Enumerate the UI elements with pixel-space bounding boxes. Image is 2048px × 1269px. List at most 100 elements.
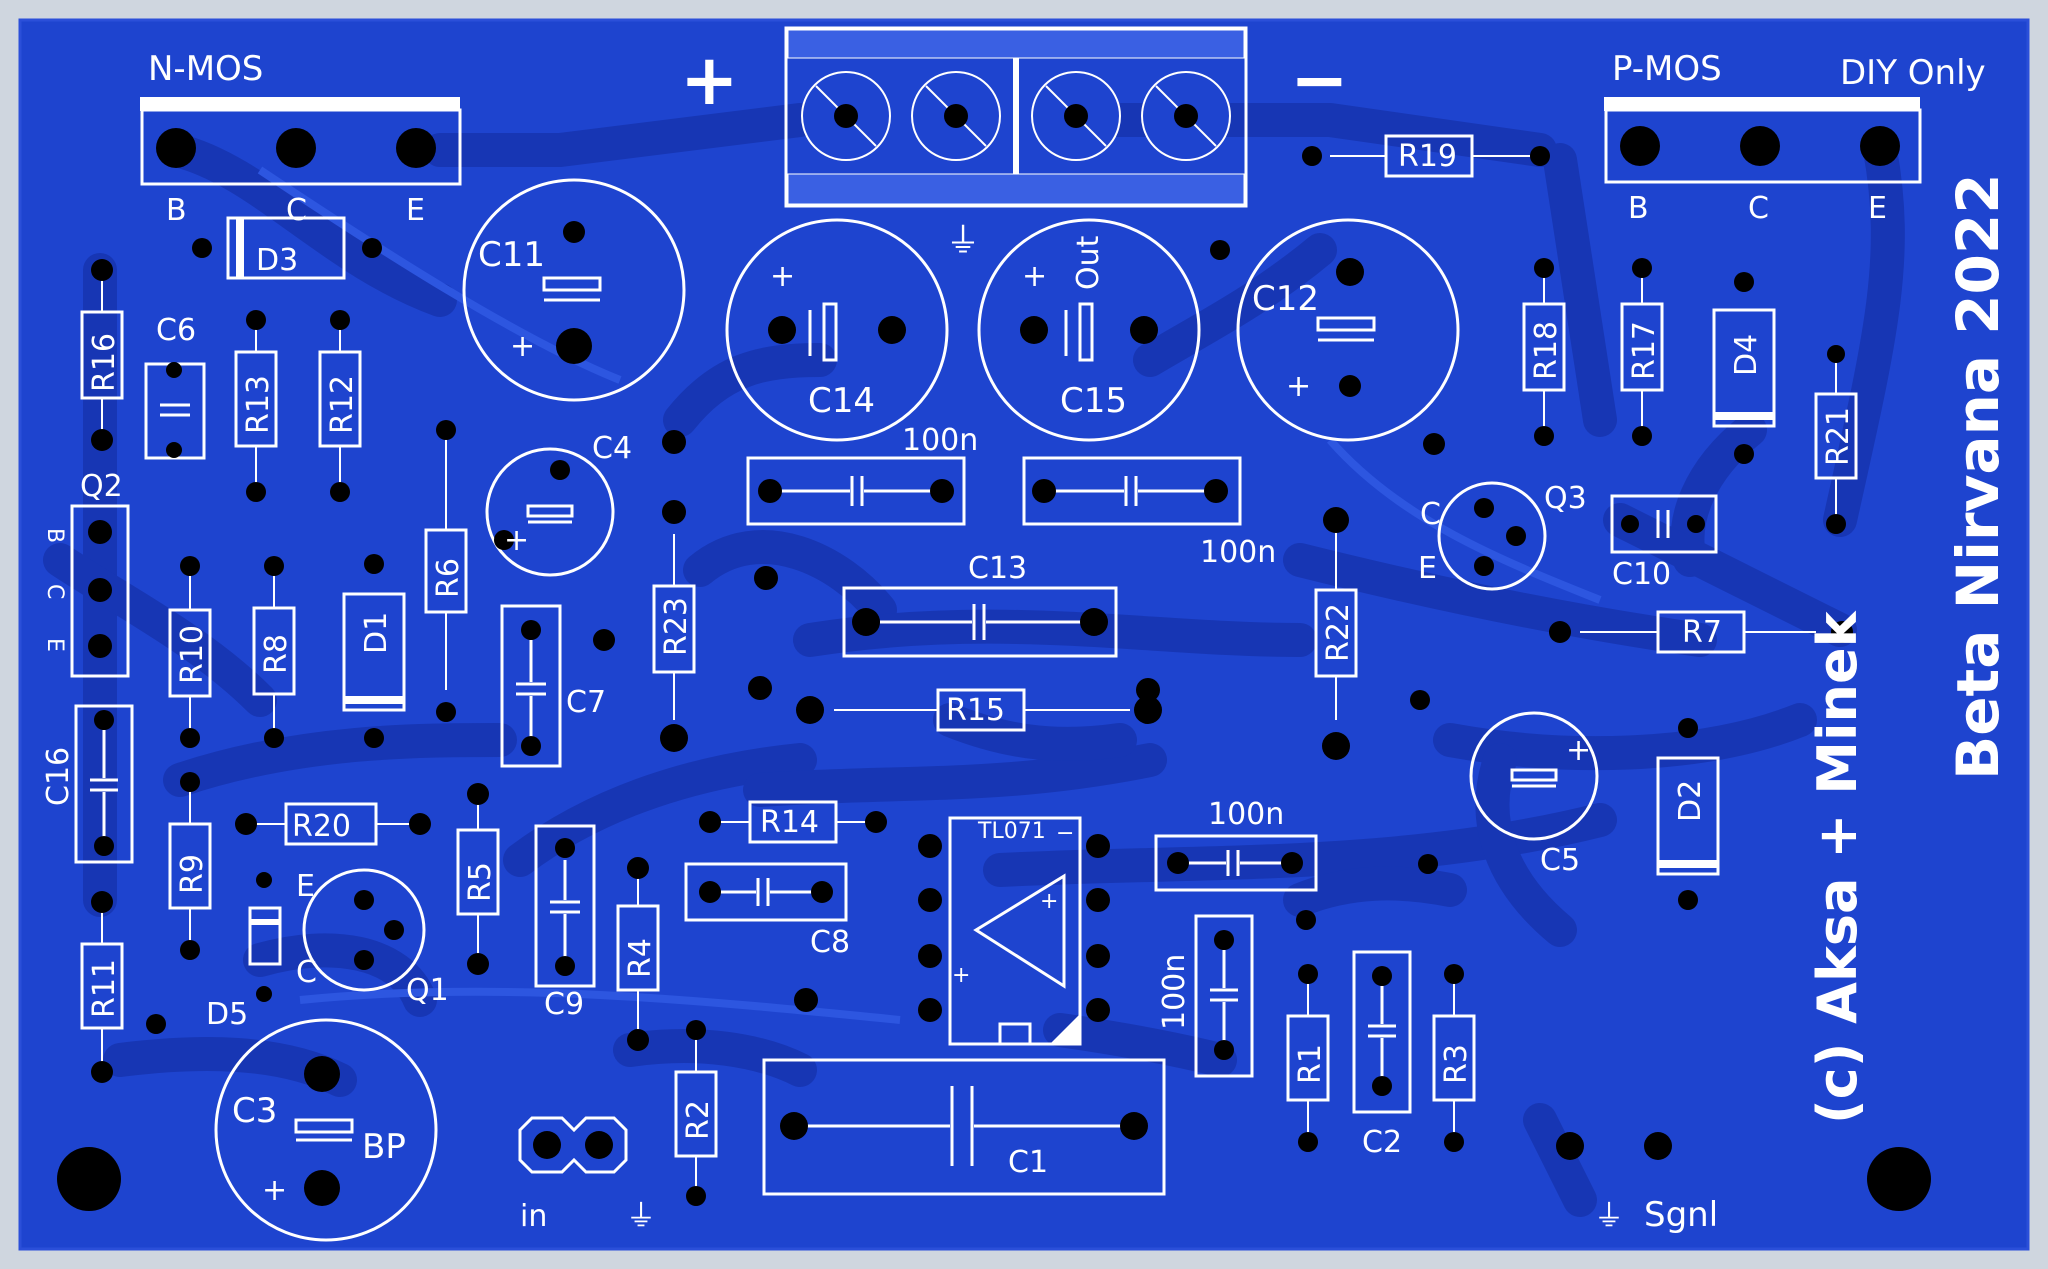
pmos-pin-b: B — [1628, 191, 1649, 226]
signal-output: ⏚ Sgnl — [1556, 1132, 1718, 1235]
r12-label: R12 — [325, 375, 360, 434]
c1-label: C1 — [1008, 1145, 1048, 1180]
c5-outline — [1469, 711, 1599, 841]
r21-label: R21 — [1821, 407, 1856, 466]
c16-outline — [74, 704, 134, 864]
c3-label: C3 — [232, 1091, 277, 1131]
q1-transistor: Q1 E C — [296, 869, 449, 1008]
c14-label: C14 — [808, 381, 875, 421]
c10-outline — [1610, 494, 1718, 554]
pmos-header-outline — [1604, 108, 1922, 184]
c13-outline — [842, 586, 1118, 658]
minus-symbol: − — [1290, 39, 1349, 121]
out-label: Out — [1071, 235, 1106, 290]
signal-label: Sgnl — [1644, 1195, 1718, 1235]
pmos-pin-c: C — [1748, 191, 1769, 226]
c15-plus: + — [1022, 259, 1047, 294]
pmos-pad-b — [1620, 126, 1660, 166]
d2-label: D2 — [1673, 780, 1708, 822]
c15-outline — [977, 218, 1201, 442]
c5-label: C5 — [1540, 843, 1580, 878]
ic-minus: − — [1056, 821, 1074, 846]
r3-label: R3 — [1439, 1044, 1474, 1084]
terminal-ground-symbol: ⏚ — [946, 221, 980, 261]
pmos-title: P-MOS — [1612, 49, 1722, 89]
r20-label: R20 — [292, 809, 351, 844]
c-100n-left-value: 100n — [902, 423, 978, 458]
cap-symbols — [294, 276, 1558, 1142]
c-100n-left-outline — [746, 456, 966, 526]
terminal-hatch-top — [787, 29, 1245, 59]
c4-plus: + — [504, 523, 529, 558]
c2-label: C2 — [1362, 1125, 1402, 1160]
c16-label: C16 — [41, 747, 76, 806]
q3-outline — [1437, 481, 1547, 591]
diode-bodies — [226, 216, 1776, 966]
input-connector: in ⏚ — [518, 1116, 656, 1234]
c12-plus: + — [1286, 369, 1311, 404]
r16-label: R16 — [87, 333, 122, 392]
q3-label: Q3 — [1544, 481, 1587, 516]
diy-only-label: DIY Only — [1840, 53, 1986, 93]
nmos-pad-c — [276, 128, 316, 168]
c10-label: C10 — [1612, 557, 1671, 592]
c12-label: C12 — [1252, 279, 1319, 319]
r6-label: R6 — [431, 558, 466, 598]
resistor-pads — [91, 146, 1853, 1206]
r5-label: R5 — [463, 862, 498, 902]
c9-outline — [534, 824, 596, 988]
ic-plus-left: + — [952, 963, 970, 988]
ic-outline — [948, 816, 1082, 1046]
misc-pads — [146, 240, 1445, 1034]
c6-label: C6 — [156, 313, 196, 348]
q3-pin-e: E — [1418, 551, 1437, 586]
c1-outline — [762, 1058, 1166, 1196]
r2-label: R2 — [681, 1100, 716, 1140]
c-100n-mid-value: 100n — [1208, 797, 1284, 832]
q1-outline — [302, 868, 426, 992]
q2-outline — [70, 504, 130, 678]
q3-transistor: Q3 C E — [1418, 481, 1587, 586]
terminal-hatch-bottom — [787, 173, 1245, 205]
r22-label: R22 — [1321, 603, 1356, 662]
q3-pin-c: C — [1420, 497, 1441, 532]
nmos-pad-e — [396, 128, 436, 168]
c5-plus: + — [1566, 733, 1591, 768]
r23-label: R23 — [659, 597, 694, 656]
signal-ground: ⏚ — [1594, 1199, 1624, 1234]
nmos-pin-b: B — [166, 193, 187, 228]
board-copyright: (c) Aksa + Minek — [1806, 610, 1869, 1124]
c7-label: C7 — [566, 685, 606, 720]
d4-label: D4 — [1729, 334, 1764, 376]
big-cap-pads — [304, 221, 1364, 1206]
c-100n-vert-outline — [1194, 914, 1254, 1078]
r10-label: R10 — [175, 625, 210, 684]
c14-outline — [725, 218, 949, 442]
c-100n-right-value: 100n — [1200, 535, 1276, 570]
q2-label: Q2 — [80, 469, 123, 504]
r4-label: R4 — [623, 938, 658, 978]
q2-pin-e: E — [42, 638, 67, 652]
plus-symbol: + — [680, 39, 739, 121]
r8-label: R8 — [259, 634, 294, 674]
q1-pin-c: C — [296, 955, 317, 990]
nmos-title: N-MOS — [148, 49, 263, 89]
c11-label: C11 — [478, 235, 545, 275]
r18-label: R18 — [1529, 321, 1564, 380]
c7-outline — [500, 604, 562, 768]
board-title: Beta Nirvana 2022 — [1944, 173, 2012, 780]
c11-outline — [462, 178, 686, 402]
r9-label: R9 — [175, 854, 210, 894]
c15-label: C15 — [1060, 381, 1127, 421]
tl071-ic: TL071 + − + — [918, 816, 1110, 1046]
r11-label: R11 — [87, 959, 122, 1018]
r14-label: R14 — [760, 805, 819, 840]
power-terminal: + − ⏚ — [680, 26, 1349, 261]
mounting-hole-right — [1867, 1147, 1931, 1211]
input-header-outline — [518, 1116, 628, 1174]
film-cap-pads — [94, 362, 1705, 1140]
nmos-pad-b — [156, 128, 196, 168]
pmos-pad-e — [1860, 126, 1900, 166]
d5-label: D5 — [206, 997, 248, 1032]
